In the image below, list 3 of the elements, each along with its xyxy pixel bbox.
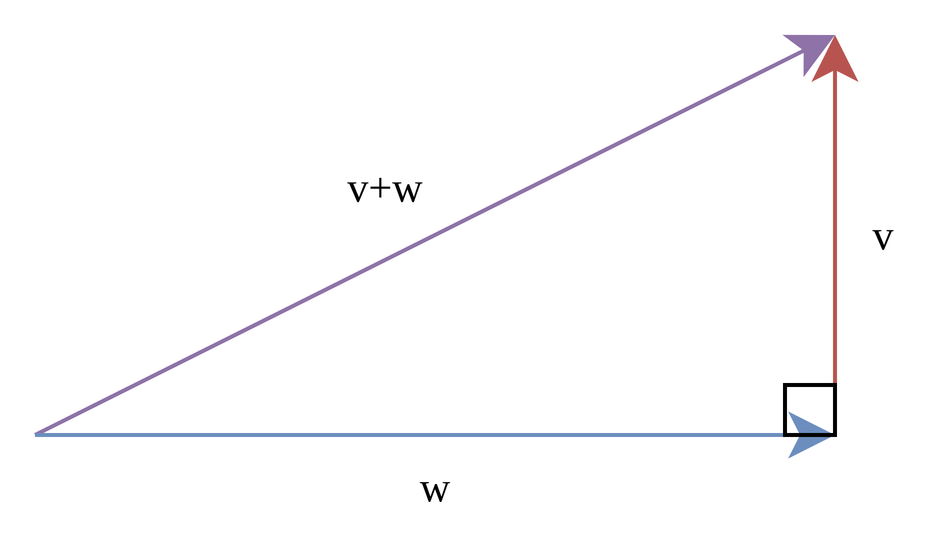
vector-label: v+w [347,178,422,202]
vector-label: w [420,482,450,502]
vector-label: v [872,230,894,250]
